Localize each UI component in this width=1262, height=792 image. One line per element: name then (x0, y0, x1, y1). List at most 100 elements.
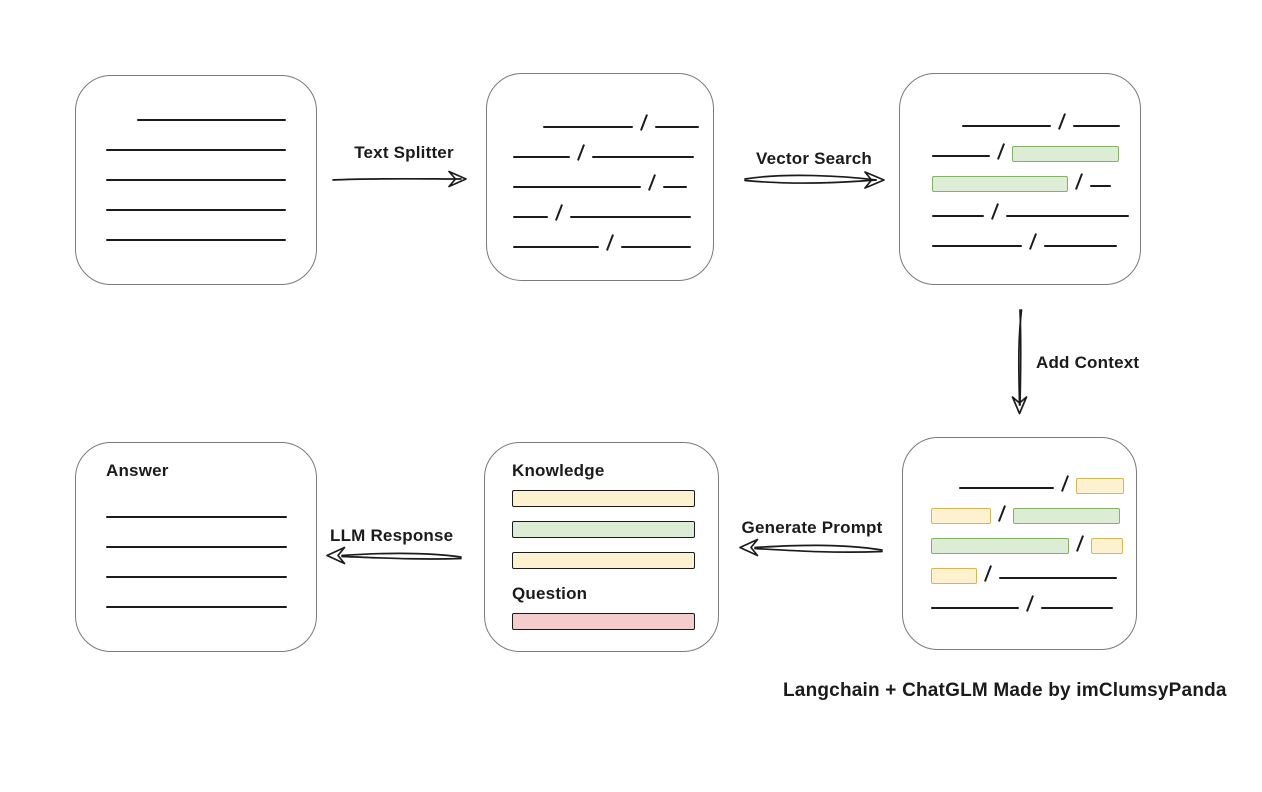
segment-row (931, 580, 1136, 612)
text-splitter-arrow-label: Text Splitter (354, 143, 454, 162)
text-line (655, 126, 699, 128)
arrow-line (341, 555, 462, 560)
text-line (999, 577, 1117, 579)
text-line (570, 216, 691, 218)
text-line (962, 125, 1051, 127)
segment-row (106, 122, 316, 152)
text-line (932, 245, 1022, 247)
segment-row (932, 158, 1140, 192)
context-chunks-box (902, 437, 1137, 650)
text-line (663, 186, 687, 188)
green-highlight-chip (931, 538, 1069, 554)
text-line (106, 576, 287, 578)
text-line (137, 119, 286, 121)
knowledge-bar-yellow (512, 552, 695, 569)
yellow-highlight-chip (931, 508, 991, 524)
segment-row (106, 182, 316, 212)
split-chunks-box (486, 73, 714, 281)
text-line (106, 516, 287, 518)
text-line (592, 156, 694, 158)
vector-search-arrow-label: Vector Search (756, 149, 872, 168)
segment-row (106, 549, 316, 579)
knowledge-bar-yellow (512, 490, 695, 507)
arrow-head (326, 546, 346, 565)
add-context-arrow-label: Add Context (1036, 353, 1140, 372)
text-line (1006, 215, 1129, 217)
text-line (1073, 125, 1120, 127)
answer-label: Answer (106, 461, 169, 480)
text-line (106, 179, 286, 181)
green-highlight-chip (932, 176, 1068, 192)
arrow-line (744, 179, 877, 184)
text-line (513, 246, 599, 248)
text-line (106, 546, 287, 548)
yellow-highlight-chip (1076, 478, 1124, 494)
prompt-box: Knowledge Question (484, 442, 719, 652)
yellow-highlight-chip (1091, 538, 1123, 554)
arrow-head (1011, 396, 1028, 415)
question-label: Question (512, 584, 588, 603)
text-line (959, 487, 1054, 489)
segment-row (959, 460, 1136, 494)
knowledge-label: Knowledge (512, 461, 605, 480)
segment-row (513, 189, 713, 221)
segment-row (106, 519, 316, 549)
text-line (513, 186, 641, 188)
knowledge-bar-green (512, 521, 695, 538)
segment-row (932, 128, 1140, 162)
segment-row (106, 579, 316, 609)
segment-row (962, 98, 1140, 130)
add-context-arrow (1011, 309, 1028, 415)
yellow-highlight-chip (931, 568, 977, 584)
vector-matched-chunks-box (899, 73, 1141, 285)
segment-row (137, 92, 316, 122)
text-line (543, 126, 633, 128)
diagram-caption: Langchain + ChatGLM Made by imClumsyPand… (783, 680, 1227, 701)
vector-search-arrow (744, 171, 885, 189)
generate-prompt-arrow (739, 538, 883, 557)
arrow-head (739, 538, 759, 557)
generate-prompt-arrow-label: Generate Prompt (741, 518, 883, 537)
source-document-box (75, 75, 317, 285)
arrow-line (332, 177, 462, 181)
arrow-line (754, 547, 883, 554)
segment-row (931, 490, 1136, 524)
question-bar-red (512, 613, 695, 630)
text-splitter-arrow (332, 170, 467, 188)
text-line (513, 216, 548, 218)
text-line (106, 149, 286, 151)
text-line (1041, 607, 1113, 609)
text-line (1090, 185, 1111, 187)
segment-row (513, 129, 713, 161)
segment-row (931, 520, 1136, 554)
segment-row (106, 152, 316, 182)
text-line (931, 607, 1019, 609)
text-line (106, 606, 287, 608)
text-line (106, 209, 286, 211)
segment-row (106, 212, 316, 242)
arrow-line (744, 174, 877, 181)
segment-row (932, 188, 1140, 220)
green-highlight-chip (1012, 146, 1119, 162)
arrow-line (1019, 309, 1022, 406)
segment-row (513, 219, 713, 251)
text-line (932, 215, 984, 217)
segment-row (106, 489, 316, 519)
answer-box: Answer (75, 442, 317, 652)
llm-response-arrow (326, 546, 462, 565)
arrow-line (341, 552, 462, 558)
segment-row (513, 159, 713, 191)
text-line (621, 246, 691, 248)
arrow-head (448, 170, 467, 188)
text-line (106, 239, 286, 241)
text-line (513, 156, 570, 158)
segment-row (932, 218, 1140, 250)
segment-row (931, 550, 1136, 584)
answer-lines (106, 489, 316, 609)
arrow-head (864, 171, 885, 189)
text-line (1044, 245, 1117, 247)
llm-response-arrow-label: LLM Response (330, 526, 454, 545)
text-line (932, 155, 990, 157)
